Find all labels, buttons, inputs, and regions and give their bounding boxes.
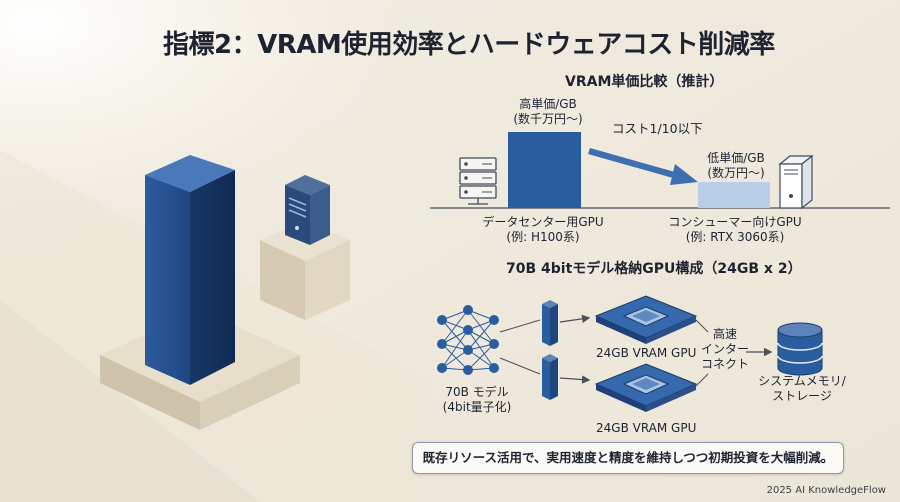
small-server-icon xyxy=(285,175,330,245)
model-line2: (4bit量子化) xyxy=(442,400,512,414)
interconnect-line1: 高速 xyxy=(712,327,737,341)
pc-tower-icon xyxy=(778,154,814,210)
high-price-line2: (数千万円〜) xyxy=(513,112,583,126)
cost-comparison-chart xyxy=(430,132,890,210)
database-icon xyxy=(777,322,823,376)
cost-comparison-heading: VRAM単価比較（推計） xyxy=(565,74,724,90)
high-price-line1: 高単価/GB xyxy=(519,97,577,111)
memory-label: システムメモリ/ ストレージ xyxy=(752,374,852,404)
datacenter-line2: (例: H100系) xyxy=(506,230,580,244)
model-line1: 70B モデル xyxy=(445,385,509,399)
arrow-label: コスト1/10以下 xyxy=(612,121,703,136)
low-price-bar xyxy=(698,182,770,208)
gpu-chip-top-icon xyxy=(594,295,698,344)
gpu-top-label: 24GB VRAM GPU xyxy=(596,346,697,360)
interconnect-line2: インター xyxy=(700,342,749,356)
low-price-line2: (数万円〜) xyxy=(707,166,765,180)
datacenter-gpu-label: データセンター用GPU (例: H100系) xyxy=(468,215,618,245)
neural-network-icon xyxy=(437,305,499,375)
server-rack-icon xyxy=(459,157,497,205)
consumer-line1: コンシューマー向けGPU xyxy=(668,215,802,229)
consumer-gpu-label: コンシューマー向けGPU (例: RTX 3060系) xyxy=(660,215,810,245)
hardware-illustration xyxy=(100,155,350,430)
cost-down-arrow xyxy=(588,148,698,185)
high-price-label: 高単価/GB (数千万円〜) xyxy=(510,97,586,127)
interconnect-label: 高速 インター コネクト xyxy=(700,327,750,372)
low-price-line1: 低単価/GB xyxy=(707,151,765,165)
memory-line2: ストレージ xyxy=(772,389,832,403)
datacenter-line1: データセンター用GPU xyxy=(482,215,604,229)
datacenter-tower-icon xyxy=(145,155,235,385)
page-title: 指標2：VRAM使用効率とハードウェアコスト削減率 xyxy=(163,30,775,60)
high-price-bar xyxy=(508,132,581,208)
gpu-config-diagram xyxy=(437,295,823,412)
gpu-config-heading: 70B 4bitモデル格納GPU構成（24GB x 2） xyxy=(506,261,802,277)
gpu-bottom-label: 24GB VRAM GPU xyxy=(596,421,697,435)
model-label: 70B モデル (4bit量子化) xyxy=(432,385,522,415)
footer-credit: 2025 AI KnowledgeFlow xyxy=(766,485,886,496)
low-price-label: 低単価/GB (数万円〜) xyxy=(698,151,774,181)
consumer-line2: (例: RTX 3060系) xyxy=(685,230,785,244)
gpu-chip-bottom-icon xyxy=(594,363,698,412)
interconnect-line3: コネクト xyxy=(700,357,749,371)
summary-callout: 既存リソース活用で、実用速度と精度を維持しつつ初期投資を大幅削減。 xyxy=(412,442,844,474)
model-shard-top-icon xyxy=(542,300,558,346)
memory-line1: システムメモリ/ xyxy=(758,374,846,388)
model-shard-bottom-icon xyxy=(542,354,558,400)
